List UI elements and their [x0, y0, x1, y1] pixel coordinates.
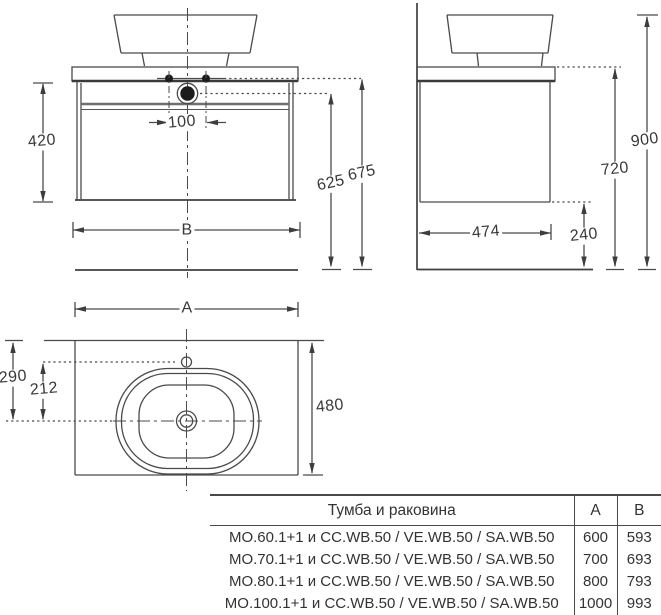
dim-label-A: A: [179, 299, 195, 318]
col-header-a: A: [573, 495, 617, 526]
cell-a-value: 700: [573, 548, 617, 571]
cell-b-value: 793: [616, 570, 661, 593]
dim-label-212: 212: [27, 379, 61, 400]
cell-b-value: 693: [616, 548, 661, 571]
table-row: MO.100.1+1 и CC.WB.50 / VE.WB.50 / SA.WB…: [210, 592, 661, 615]
col-header-b: B: [616, 495, 661, 526]
cell-a-value: 1000: [573, 592, 617, 615]
spec-table: Тумба и раковина A B MO.60.1+1 и CC.WB.5…: [210, 494, 661, 615]
dim-label-720: 720: [598, 159, 632, 181]
dim-label-B: B: [179, 221, 195, 240]
cell-a-value: 600: [573, 525, 617, 549]
cell-b-value: 993: [616, 592, 661, 615]
dim-label-420: 420: [25, 131, 59, 152]
front-view-linework: [71, 8, 361, 278]
cell-b-value: 593: [616, 525, 661, 549]
col-header-name: Тумба и раковина: [210, 495, 574, 526]
front-view-dimensions: [33, 79, 372, 271]
cell-a-value: 800: [573, 570, 617, 593]
top-view-linework: [5, 329, 324, 491]
cell-model: MO.70.1+1 и CC.WB.50 / VE.WB.50 / SA.WB.…: [228, 550, 555, 568]
dim-label-290: 290: [0, 367, 30, 388]
dim-label-480: 480: [313, 396, 347, 418]
cell-model: MO.100.1+1 и CC.WB.50 / VE.WB.50 / SA.WB…: [224, 595, 559, 613]
cell-model: MO.60.1+1 и CC.WB.50 / VE.WB.50 / SA.WB.…: [228, 528, 555, 546]
table-row: MO.80.1+1 и CC.WB.50 / VE.WB.50 / SA.WB.…: [210, 570, 661, 593]
side-view-linework: [416, 3, 621, 271]
table-row: MO.60.1+1 и CC.WB.50 / VE.WB.50 / SA.WB.…: [210, 525, 661, 549]
cell-model: MO.80.1+1 и CC.WB.50 / VE.WB.50 / SA.WB.…: [228, 573, 555, 591]
dim-label-240: 240: [567, 225, 601, 247]
spec-table-header-row: Тумба и раковина A B: [210, 495, 661, 526]
dim-label-474: 474: [469, 222, 503, 243]
dim-label-100: 100: [165, 112, 199, 133]
table-row: MO.70.1+1 и CC.WB.50 / VE.WB.50 / SA.WB.…: [210, 548, 661, 571]
